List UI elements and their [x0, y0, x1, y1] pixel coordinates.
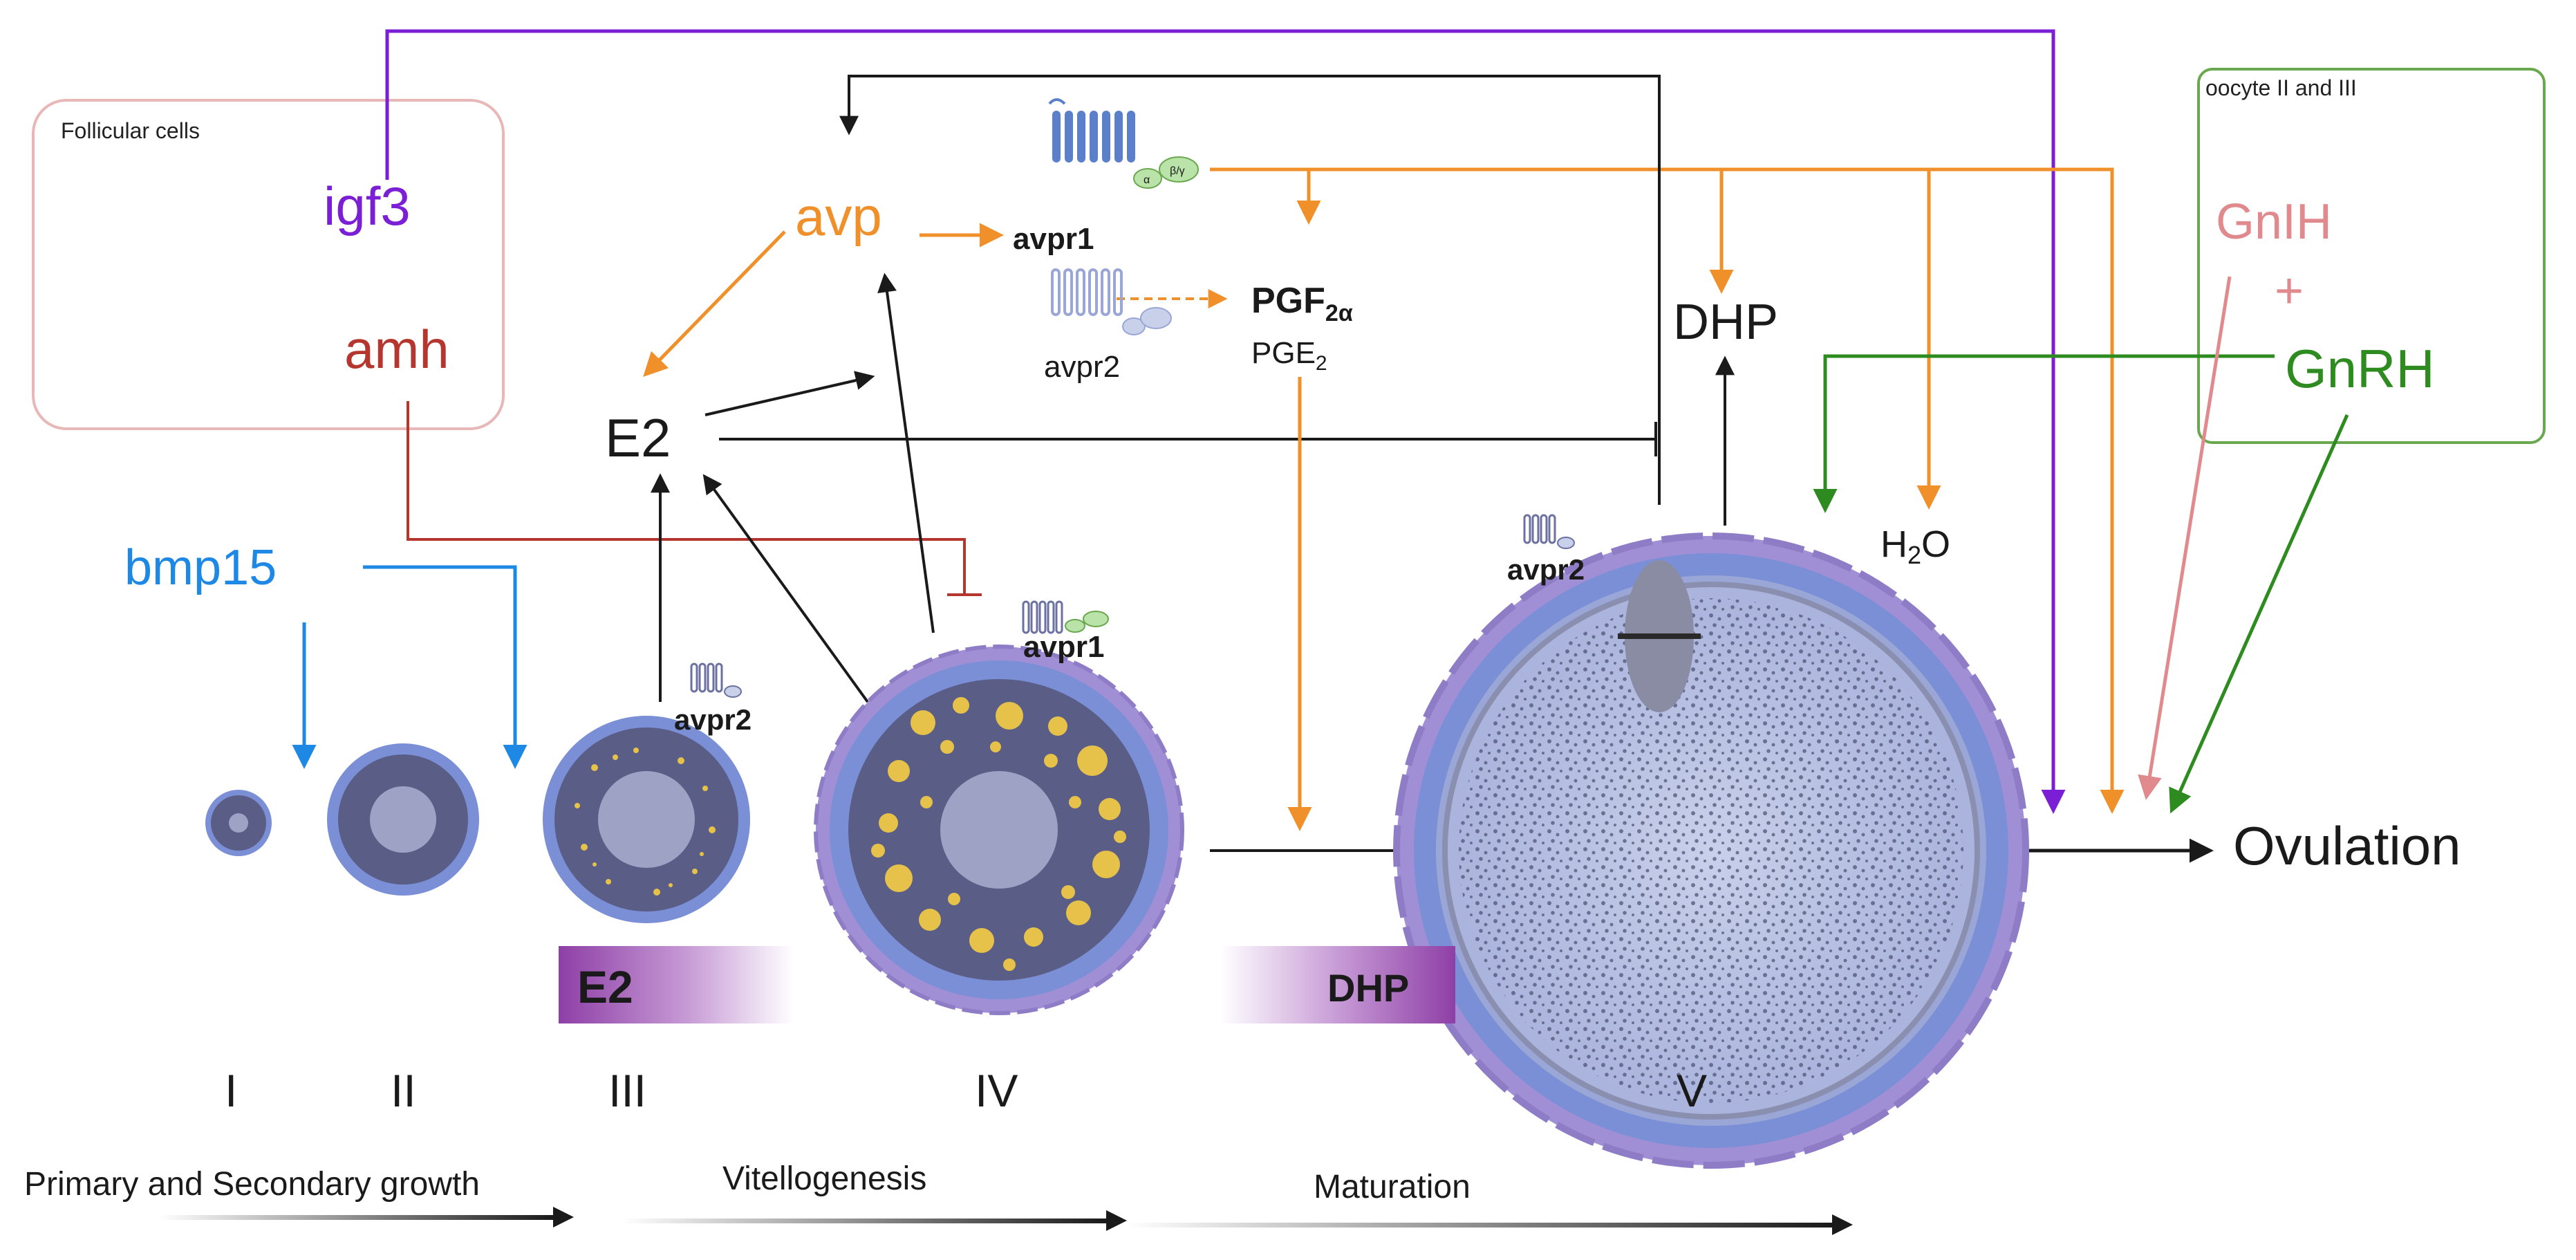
- oocyte-stage-II: [327, 743, 479, 896]
- gnrh-label: GnRH: [2285, 338, 2435, 399]
- avpr2-top-label: avpr2: [1044, 350, 1120, 384]
- plus-label: +: [2275, 263, 2304, 319]
- avpr1-to-ovulation-arrow: [1210, 167, 2125, 814]
- ovulation-label: Ovulation: [2233, 815, 2461, 876]
- oocyte-stage-IV: [814, 645, 1184, 1015]
- h2o-label: H2O: [1880, 524, 1950, 569]
- dhp-bar: DHP: [1220, 946, 1455, 1023]
- avpr2-stage5-label: avpr2: [1507, 553, 1585, 586]
- dhp-label: DHP: [1673, 295, 1778, 350]
- follicular-cells-box: Follicular cells igf3 amh: [32, 99, 505, 430]
- avpr1-top-label: avpr1: [1013, 222, 1094, 256]
- oocyte-ii-iii-box: oocyte II and III GnIH + GnRH: [2197, 68, 2546, 444]
- stage-label-V: V: [1677, 1065, 1707, 1116]
- oocyte-box-title: oocyte II and III: [2205, 75, 2357, 100]
- stage-label-IV: IV: [975, 1065, 1018, 1116]
- avp-label: avp: [795, 186, 882, 247]
- dhp-bar-label: DHP: [1327, 966, 1409, 1010]
- pge-label: PGE2: [1251, 336, 1327, 375]
- phase-arrow-maturation-shaft: [1127, 1223, 1832, 1227]
- stageV-to-avp-feedback-arrow: [839, 75, 1661, 505]
- gnih-label: GnIH: [2216, 194, 2332, 250]
- oocyte-stage-III: [543, 716, 750, 923]
- stage-label-II: II: [391, 1065, 416, 1116]
- oocyte-stage-I: [205, 790, 272, 856]
- phase-arrow-primary-head: [553, 1207, 574, 1227]
- avpr1-top-receptor: α β/γ avpr1: [1013, 98, 1199, 256]
- stageIV-to-e2-arrow: [702, 474, 869, 703]
- gnrh-to-stageV-arrow: [1813, 354, 2275, 513]
- phase-label-vitellogenesis: Vitellogenesis: [722, 1160, 926, 1197]
- e2-label: E2: [605, 407, 671, 468]
- avpr1-stage4-receptor: avpr1: [1022, 600, 1109, 664]
- stage-label-III: III: [608, 1065, 646, 1116]
- e2-bar-label: E2: [577, 961, 633, 1012]
- phase-arrow-primary-shaft: [159, 1215, 553, 1220]
- phase-arrow-vitello-head: [1106, 1210, 1127, 1231]
- follicular-cells-title: Follicular cells: [61, 118, 200, 143]
- stage-label-I: I: [225, 1065, 237, 1116]
- amh-label: amh: [344, 319, 449, 380]
- phase-label-primary-secondary: Primary and Secondary growth: [24, 1166, 480, 1203]
- avpr1-stage4-label: avpr1: [1023, 630, 1104, 664]
- avpr2-stage3-label: avpr2: [674, 703, 752, 736]
- igf3-label: igf3: [324, 176, 411, 237]
- e2-to-avp-arrow: [704, 371, 875, 416]
- igf3-to-ovulation-arrow: [385, 29, 2066, 814]
- pgf-label: PGF2α: [1251, 281, 1353, 326]
- phase-label-maturation: Maturation: [1314, 1169, 1471, 1205]
- phase-arrow-maturation-head: [1832, 1214, 1853, 1235]
- oocyte-stage-V: [1393, 532, 2029, 1169]
- avpr2-top-receptor: avpr2: [1044, 268, 1172, 384]
- avpr2-stage5-receptor: avpr2: [1507, 514, 1585, 586]
- bmp15-label: bmp15: [124, 540, 277, 595]
- phase-arrow-vitello-shaft: [622, 1219, 1106, 1223]
- avp-to-e2-arrow: [643, 230, 786, 378]
- gnrh-to-ovulation-arrow: [2169, 414, 2349, 814]
- alpha-subunit-label: α: [1144, 174, 1150, 186]
- bmp15-to-stageII-arrow: [363, 565, 528, 769]
- betagamma-subunit-label: β/γ: [1170, 165, 1185, 177]
- stageIV-to-avp-arrow: [877, 272, 935, 633]
- amh-inhibition-line: [407, 401, 966, 595]
- avpr2-stage3-receptor: avpr2: [674, 663, 752, 736]
- gnih-to-ovulation-arrow: [2138, 276, 2232, 800]
- e2-bar: E2: [559, 946, 794, 1023]
